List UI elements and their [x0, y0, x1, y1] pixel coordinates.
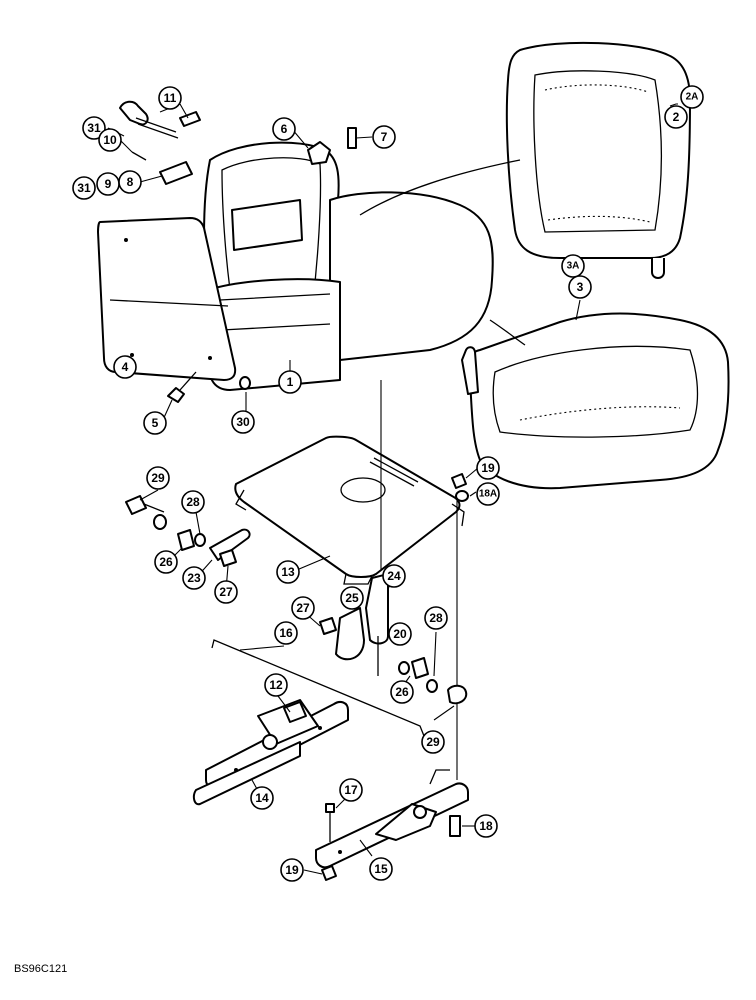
callout-11: 11 [164, 91, 177, 105]
callout-31-top: 31 [87, 121, 101, 135]
knob-6 [307, 141, 331, 165]
callout-15: 15 [374, 862, 388, 876]
callout-24: 24 [387, 569, 401, 583]
callout-26-right: 26 [395, 685, 409, 699]
callout-2a: 2A [686, 92, 699, 103]
callout-3a: 3A [567, 261, 580, 272]
callout-20: 20 [393, 627, 407, 641]
slide-rail-left [192, 699, 349, 806]
washer-30 [239, 376, 251, 390]
callout-9: 9 [105, 177, 112, 191]
callout-8: 8 [127, 175, 134, 189]
side-shield [97, 217, 237, 381]
link-23 [209, 528, 251, 561]
callout-18: 18 [479, 819, 493, 833]
washer [194, 533, 206, 547]
callout-12: 12 [269, 678, 283, 692]
callout-14: 14 [255, 791, 269, 805]
callout-19-bottom: 19 [285, 863, 299, 877]
bracket-8 [159, 161, 193, 185]
callout-17: 17 [344, 783, 358, 797]
spacer-26b [411, 657, 429, 679]
callout-28-right: 28 [429, 611, 443, 625]
bolt-29b [447, 684, 468, 705]
washer-28a [153, 514, 167, 530]
callout-27-left: 27 [219, 585, 233, 599]
screw-5 [167, 371, 197, 403]
bolt-18 [449, 815, 461, 837]
washer-18a [455, 490, 469, 502]
adjustment-knob-11 [119, 100, 201, 139]
callout-31-bottom: 31 [77, 181, 91, 195]
lever-25 [335, 607, 365, 661]
washer-20 [398, 661, 410, 675]
callout-30: 30 [236, 415, 250, 429]
rod-16 [211, 639, 425, 737]
bolt-29a [125, 495, 147, 515]
nut-19b [321, 865, 337, 881]
nut-19a [451, 473, 467, 489]
seat-cushion [461, 312, 730, 490]
pin-7 [347, 127, 357, 149]
callout-29-right: 29 [426, 735, 440, 749]
callout-7: 7 [381, 130, 388, 144]
washer-28b [426, 679, 438, 693]
callout-4: 4 [122, 360, 129, 374]
seat-assembly [203, 141, 526, 391]
callout-28-left: 28 [186, 495, 200, 509]
callout-19-top: 19 [481, 461, 495, 475]
spacer-26a [177, 529, 195, 551]
callout-5: 5 [152, 416, 159, 430]
callout-16: 16 [279, 626, 293, 640]
nut-27b [319, 617, 337, 635]
callout-13: 13 [281, 565, 295, 579]
callout-2: 2 [673, 110, 680, 124]
figure-code: BS96C121 [14, 963, 67, 975]
backrest-cushion [505, 41, 691, 279]
callout-25: 25 [345, 591, 359, 605]
link-24 [365, 573, 389, 645]
callout-27-middle: 27 [296, 601, 310, 615]
callout-10: 10 [103, 133, 117, 147]
callout-3: 3 [577, 280, 584, 294]
mounting-plate [234, 435, 465, 585]
screw-10 [131, 151, 147, 161]
nut-27a [219, 549, 237, 567]
callout-26-left: 26 [159, 555, 173, 569]
callout-1: 1 [287, 375, 294, 389]
callout-bubbles: 11 31 10 31 9 8 6 7 2A 2 3A 3 4 1 5 30 2 [72, 85, 704, 882]
callout-18a: 18A [479, 489, 497, 500]
callout-23: 23 [187, 571, 201, 585]
callout-29-left: 29 [151, 471, 165, 485]
callout-6: 6 [281, 122, 288, 136]
slide-rail-right [315, 769, 469, 869]
